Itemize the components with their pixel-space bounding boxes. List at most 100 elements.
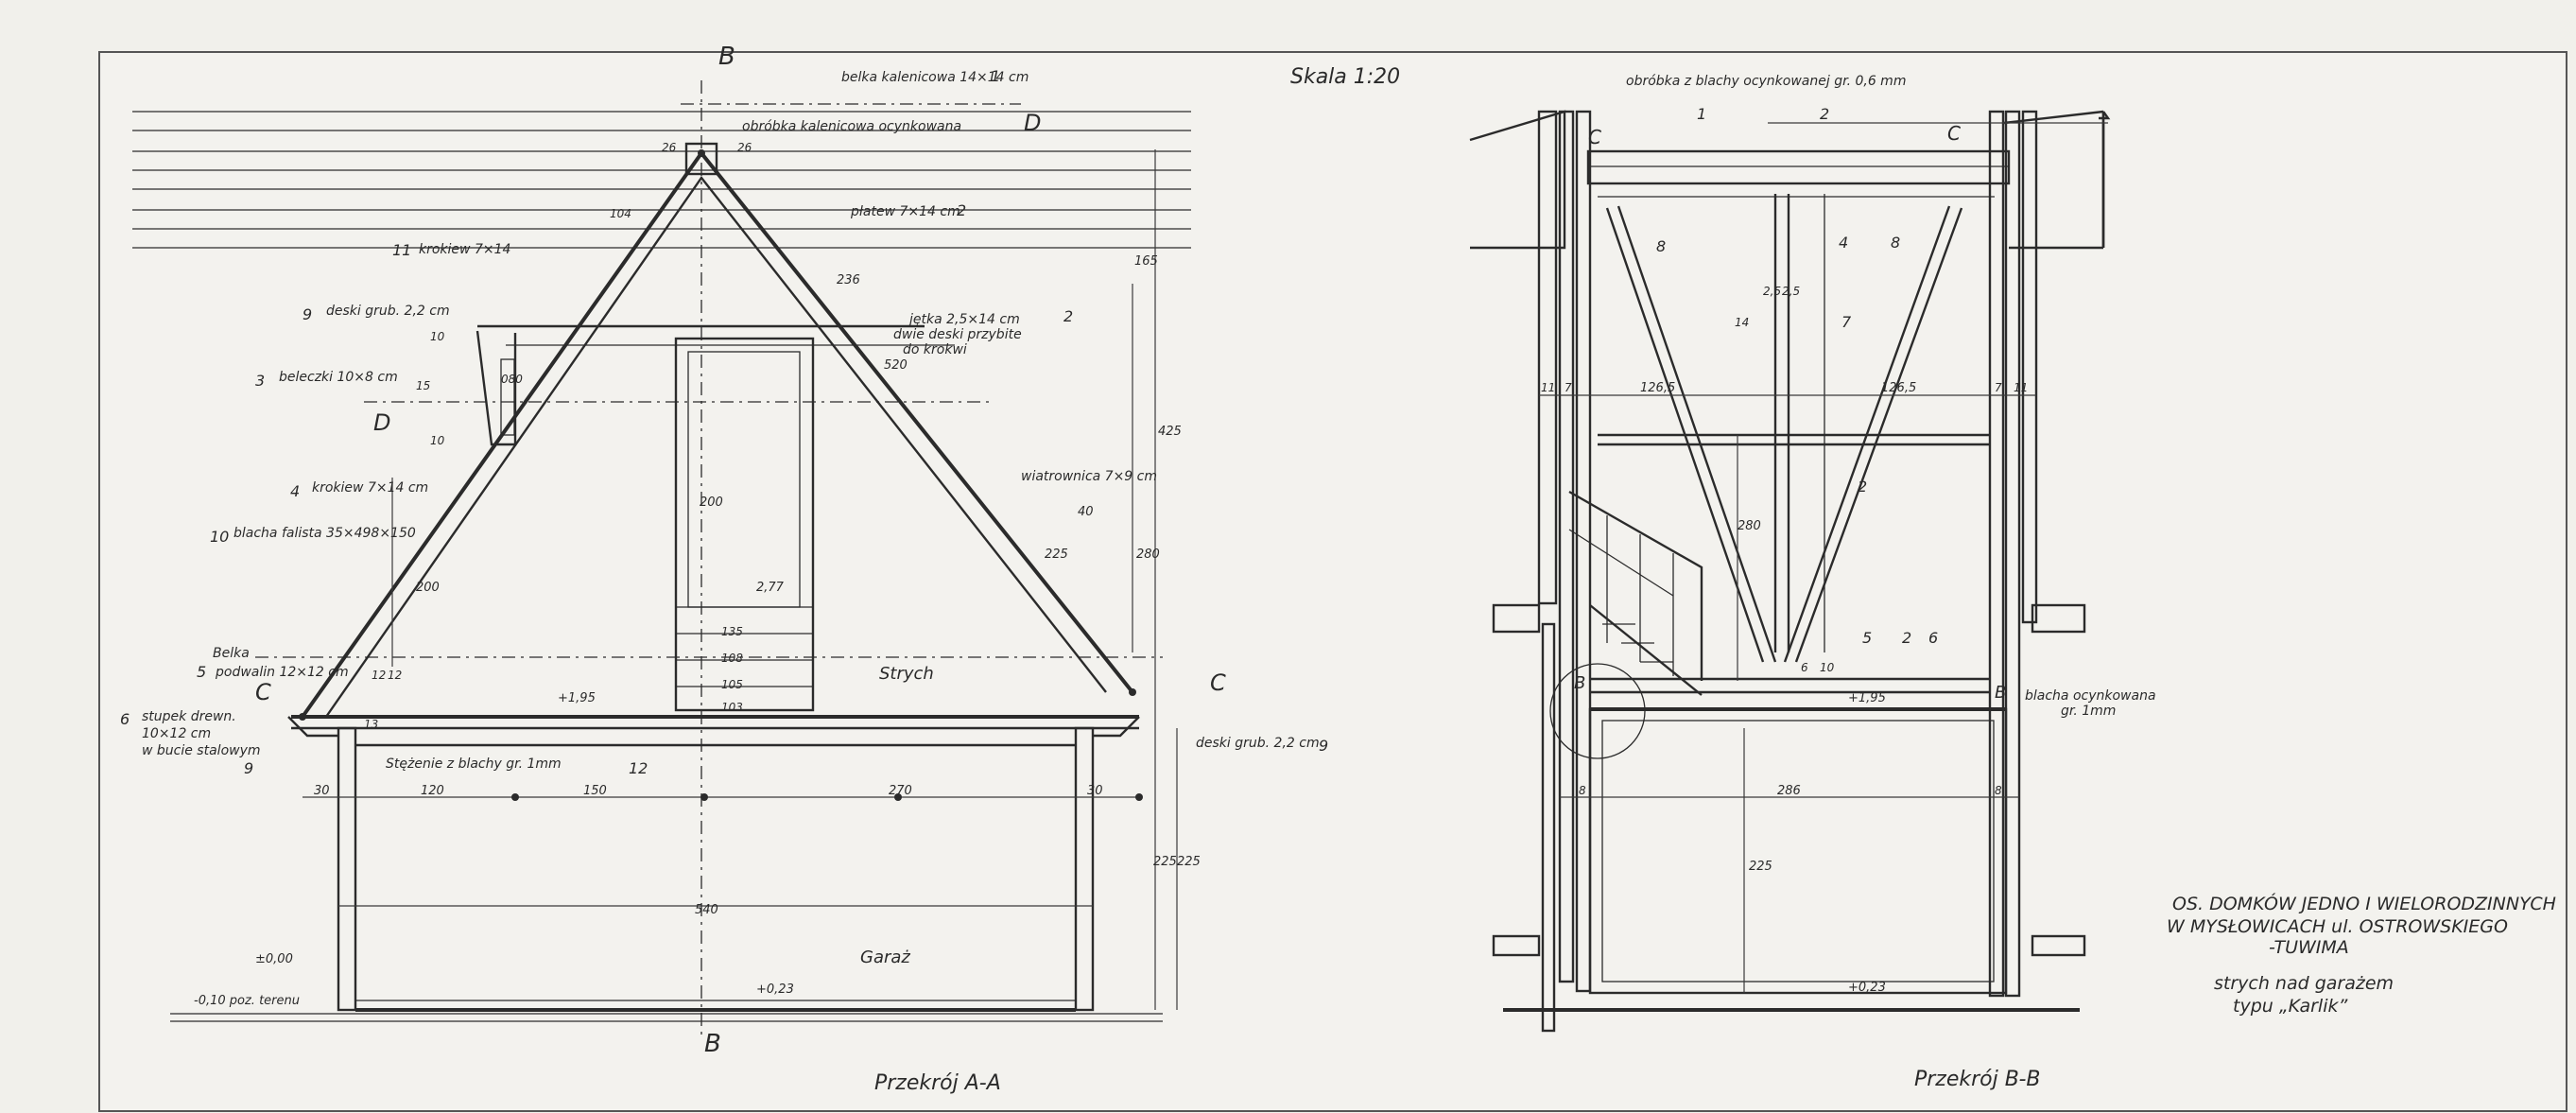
label-garage: Garaż bbox=[860, 948, 910, 967]
dim-a-15: 40 bbox=[1078, 505, 1094, 519]
dim-a-8: 280 bbox=[1136, 548, 1160, 562]
right-columns bbox=[1988, 110, 2038, 998]
dim-b-5: 11 bbox=[2014, 381, 2028, 394]
left-columns bbox=[1537, 110, 1592, 1033]
dim-a-12: 200 bbox=[416, 581, 440, 595]
label-ridge-flashing: obróbka kalenicowa ocynkowana bbox=[742, 119, 961, 134]
dim-a-2: 150 bbox=[583, 784, 607, 798]
top-beam bbox=[1586, 149, 2011, 198]
label-rafter: krokiew 7×14 cm bbox=[312, 480, 428, 496]
label-n4: 4 bbox=[1839, 234, 1848, 252]
dim-a-22: 12 bbox=[388, 669, 402, 682]
level-attic: +1,95 bbox=[558, 691, 596, 705]
dim-b-0: 126,5 bbox=[1640, 381, 1675, 395]
dim-b-14: 6 bbox=[1801, 661, 1808, 674]
label-collar-a: jętka 2,5×14 cm bbox=[908, 312, 1020, 327]
cut-marker-c-left: C bbox=[255, 679, 271, 705]
label-rafter-top-num: 11 bbox=[392, 241, 411, 259]
label-n2b: 2 bbox=[1858, 478, 1867, 496]
dim-a-7: 225 bbox=[1177, 855, 1201, 869]
label-purlin: płatew 7×14 cm bbox=[850, 204, 960, 219]
cut-marker-d-left: D bbox=[373, 409, 390, 436]
section-cut-lines bbox=[255, 80, 1163, 1035]
dim-a-0: 30 bbox=[314, 784, 330, 798]
label-post-num: 6 bbox=[120, 710, 130, 728]
center-posts bbox=[1773, 194, 1825, 652]
dim-b-15: 10 bbox=[1820, 661, 1835, 674]
label-flashing-note: obróbka z blachy ocynkowanej gr. 0,6 mm bbox=[1626, 74, 1906, 89]
attic-floor bbox=[287, 715, 1140, 738]
title-block: OS. DOMKÓW JEDNO I WIELORODZINNYCH W MYS… bbox=[2167, 892, 2556, 1017]
sheet-frame bbox=[98, 51, 2567, 1112]
dim-a-24: 10 bbox=[430, 330, 445, 343]
level-0: ±0,00 bbox=[255, 952, 293, 966]
label-c-left: C bbox=[1588, 126, 1601, 148]
stairs bbox=[1568, 490, 1703, 696]
label-n2c: 2 bbox=[1902, 629, 1911, 647]
dim-a-26: 15 bbox=[416, 379, 430, 392]
level-floor: +0,23 bbox=[756, 983, 794, 997]
dim-a-14: 520 bbox=[884, 358, 908, 373]
label-joists: beleczki 10×8 cm bbox=[279, 370, 398, 385]
dim-a-25: 10 bbox=[430, 434, 445, 447]
title-line-2: W MYSŁOWICACH ul. OSTROWSKIEGO bbox=[2167, 916, 2508, 937]
title-section-aa: Przekrój A-A bbox=[874, 1071, 1001, 1095]
label-galv-sheet-a: blacha ocynkowana bbox=[2025, 688, 2156, 704]
garage-walls bbox=[170, 726, 1163, 1022]
dim-a-19: 135 bbox=[721, 625, 743, 638]
label-sill-beam-a: Belka bbox=[213, 646, 250, 661]
label-sill-beam-num: 5 bbox=[197, 663, 206, 681]
title-line-1: OS. DOMKÓW JEDNO I WIELORODZINNYCH bbox=[2172, 892, 2556, 914]
dim-a-29: 104 bbox=[610, 207, 631, 220]
label-bracing-num: 12 bbox=[629, 759, 648, 777]
dormer bbox=[475, 330, 517, 446]
label-boards-a: deski grub. 2,2 cm bbox=[326, 304, 450, 319]
level-attic-bb: +1,95 bbox=[1848, 691, 1886, 705]
title-line-4: strych nad garażem bbox=[2214, 973, 2394, 994]
label-left-9: 9 bbox=[244, 759, 253, 777]
label-n1: 1 bbox=[1697, 105, 1706, 123]
label-n6: 6 bbox=[1928, 629, 1938, 647]
label-rafter-top: krokiew 7×14 bbox=[419, 242, 510, 257]
dimension-lines bbox=[303, 149, 1178, 1010]
dim-a-23: 13 bbox=[364, 718, 378, 731]
dim-a-9: 425 bbox=[1158, 425, 1182, 439]
dim-b-12: 2,5 bbox=[1782, 285, 1800, 298]
label-bracing: Stężenie z blachy gr. 1mm bbox=[386, 756, 562, 772]
label-joists-num: 3 bbox=[255, 372, 265, 390]
dim-b-2: 11 bbox=[1541, 381, 1555, 394]
cut-marker-c-right: C bbox=[1210, 670, 1226, 696]
label-ridge-beam: belka kalenicowa 14×14 cm bbox=[841, 70, 1029, 85]
label-c-right: C bbox=[1947, 122, 1961, 145]
label-post-b: 10×12 cm bbox=[142, 726, 211, 741]
cut-marker-b-top: B bbox=[718, 43, 735, 71]
dim-b-7: 225 bbox=[1749, 860, 1772, 874]
dim-b-10: 8 bbox=[1995, 784, 2002, 797]
label-ridge-beam-num: 1 bbox=[991, 67, 1000, 85]
cut-marker-d-right: D bbox=[1024, 110, 1041, 136]
label-purlin-num: 2 bbox=[957, 201, 966, 219]
label-boards-b: deski grub. 2,2 cm bbox=[1196, 736, 1320, 751]
label-n5: 5 bbox=[1862, 629, 1872, 647]
label-n8b: 8 bbox=[1891, 234, 1900, 252]
label-collar-b: dwie deski przybite bbox=[893, 327, 1022, 342]
dim-b-13: 14 bbox=[1735, 316, 1749, 329]
label-attic: Strych bbox=[879, 664, 934, 684]
dim-a-30: 080 bbox=[501, 373, 523, 386]
dim-b-3: 7 bbox=[1565, 381, 1572, 394]
label-corrugated-sheet: blacha falista 35×498×150 bbox=[233, 526, 416, 541]
dim-a-28: 26 bbox=[737, 141, 752, 154]
label-post-a: stupek drewn. bbox=[142, 709, 236, 724]
dim-a-21: 12 bbox=[372, 669, 386, 682]
dim-b-4: 7 bbox=[1995, 381, 2002, 394]
dim-a-11: 200 bbox=[700, 496, 723, 510]
title-line-3: -TUWIMA bbox=[2269, 937, 2349, 958]
level-door: 2,77 bbox=[756, 581, 785, 595]
dim-a-20: 103 bbox=[721, 701, 743, 714]
title-section-bb: Przekrój B-B bbox=[1914, 1068, 2040, 1091]
dim-a-4: 30 bbox=[1087, 784, 1103, 798]
title-line-5: typu „Karlik” bbox=[2233, 996, 2347, 1017]
dim-a-18: 108 bbox=[721, 652, 743, 665]
